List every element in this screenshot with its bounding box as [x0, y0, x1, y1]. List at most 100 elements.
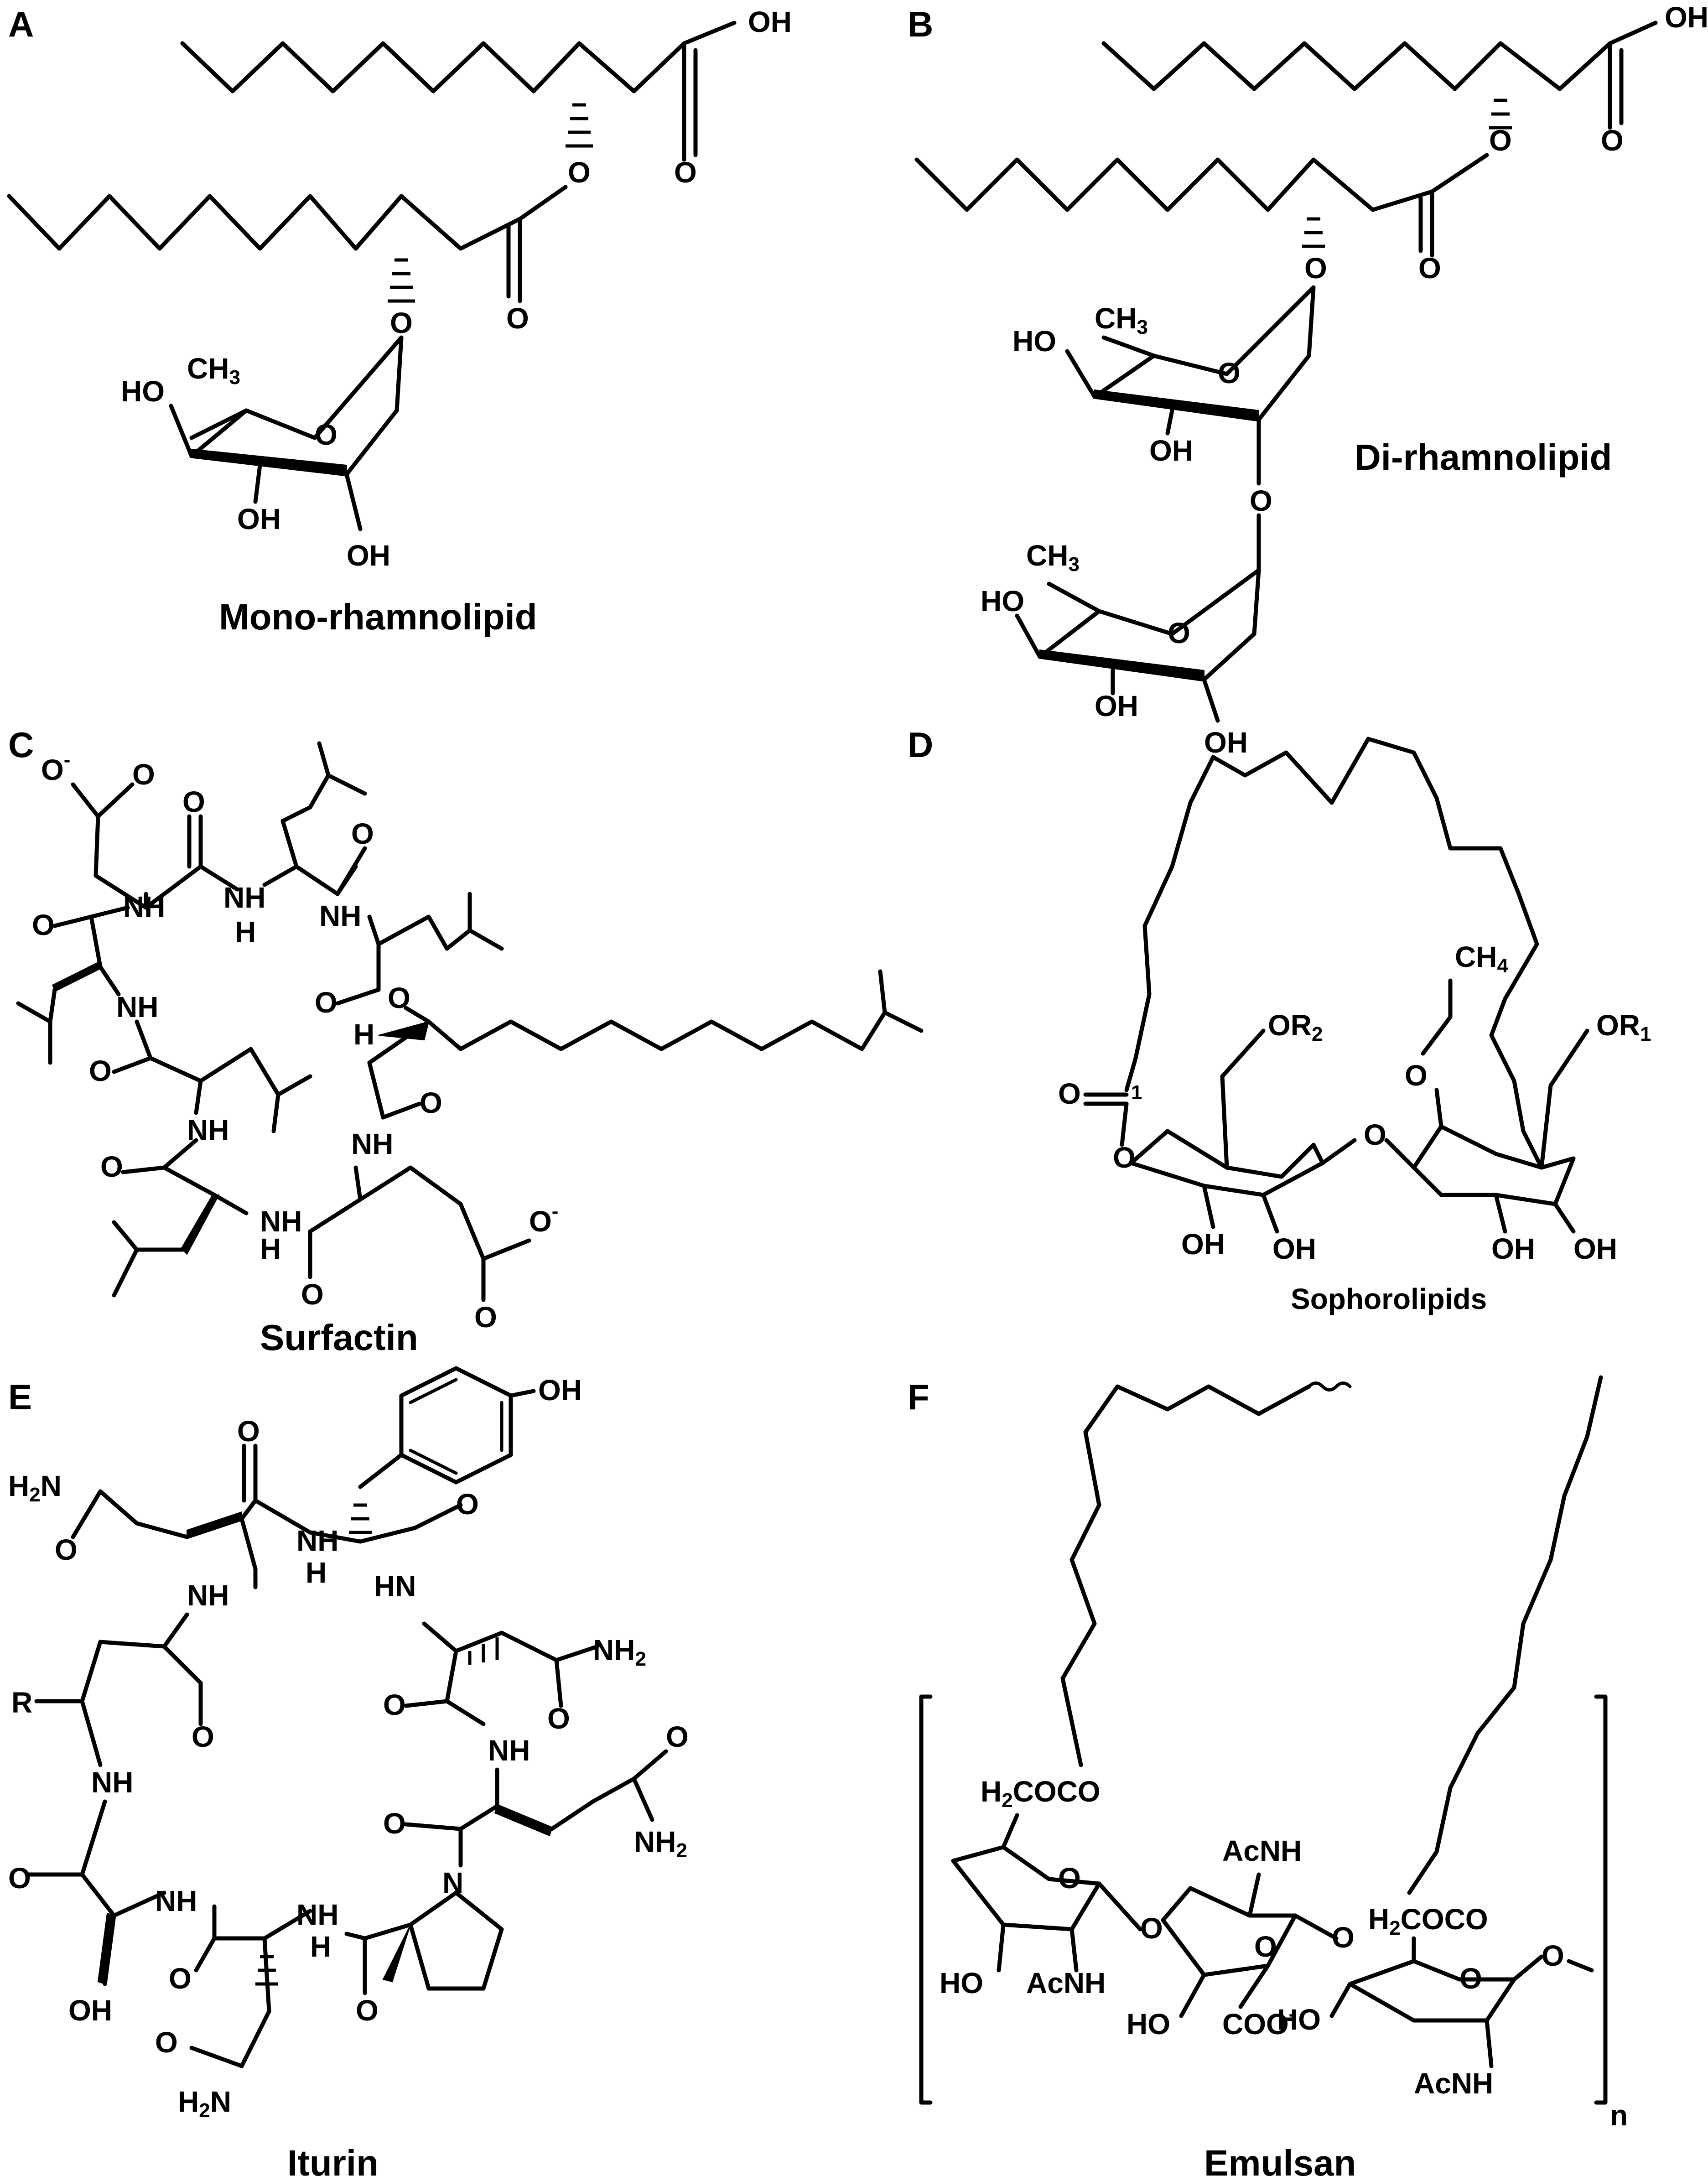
panel-d-compound-name: Sophorolipids: [1291, 1283, 1487, 1315]
mono-ho-label: HO: [121, 375, 165, 408]
di-ring1-ho-label: HO: [1012, 325, 1056, 358]
sophorolipid-or2-bond: [1220, 1028, 1266, 1079]
surfactin-nh-1: NH: [223, 881, 265, 914]
emulsan-link-o-1: O: [1140, 1912, 1163, 1945]
sophorolipid-oh-3: OH: [1491, 1232, 1535, 1265]
iturin-asn2-o-2: O: [155, 2026, 178, 2059]
emulsan-ring1-ch2: [1001, 1813, 1019, 1849]
iturin-tyr-stereo-hash: [349, 1503, 372, 1534]
di-acid-o-label: O: [1601, 124, 1624, 157]
emulsan-ring2-coo-bond: [1238, 1963, 1270, 2009]
iturin-ring-top: [239, 1498, 417, 1571]
sophorolipid-link-o-bond-1: [1320, 1138, 1357, 1165]
iturin-asn2-amide: [189, 2046, 244, 2068]
iturin-h-1: H: [306, 1556, 327, 1589]
iturin-nh-4: NH: [155, 1885, 197, 1917]
surfactin-glu-o: O: [474, 1301, 497, 1334]
iturin-o-1: O: [237, 1415, 260, 1448]
iturin-h2n-2: H2N: [178, 2085, 231, 2122]
sophorolipid-glucose-ring-1: [1129, 1129, 1325, 1197]
di-ring2-ch3-label: CH3: [1026, 539, 1080, 576]
sophorolipid-oh-1: OH: [1181, 1228, 1225, 1261]
surfactin-co-7-double: [112, 1056, 153, 1074]
panel-b-letter: B: [908, 4, 933, 44]
surfactin-ester-link: [404, 1006, 431, 1024]
iturin-nh-3: NH: [91, 1766, 133, 1799]
iturin-pro-link: [344, 1932, 367, 1995]
di-ring2-wedge: [1039, 649, 1204, 680]
iturin-asn1-co: [71, 1489, 103, 1539]
di-ring1-oh-label: OH: [1149, 434, 1193, 467]
iturin-o-2: O: [456, 1488, 479, 1521]
mono-oh2-bond: [344, 472, 363, 531]
iturin-beta-ch2: [98, 1640, 166, 1649]
iturin-gln-amide-co: [632, 1749, 668, 1781]
panel-a-compound-name: Mono-rhamnolipid: [219, 597, 537, 637]
panel-a: A OH O O O O CH3 O: [7, 4, 792, 637]
iturin-gln-amide-n: [632, 1776, 654, 1822]
surfactin-asp-o-minus: O-: [41, 748, 70, 786]
emulsan-fatty-chain-2: [1407, 1375, 1603, 1895]
iturin-asn2-o-1: O: [169, 1962, 192, 1995]
panel-b-compound-name: Di-rhamnolipid: [1355, 437, 1612, 478]
iturin-aromatic-inner-3: [409, 1449, 458, 1475]
surfactin-glu-o-minus: O-: [529, 1200, 558, 1238]
iturin-beta-ch: [80, 1640, 103, 1703]
emulsan-ring2-coo: COO-: [1222, 2003, 1295, 2041]
surfactin-ester-co: [335, 987, 381, 1006]
surfactin-o-1: O: [182, 785, 205, 818]
iturin-asn3-o: O: [383, 1688, 406, 1721]
sophorolipid-ch-bond: [1421, 1015, 1453, 1056]
mono-oh1-label: OH: [237, 503, 281, 535]
iturin-nh-5-bond: [262, 1909, 312, 1941]
di-ring1-ch3-bond: [1101, 335, 1156, 358]
iturin-asn-1-chain: [98, 1489, 244, 1539]
di-ring2-oh1-label: OH: [1095, 690, 1138, 722]
mono-upper-alkyl-chain: [180, 41, 686, 93]
surfactin-leu-1-chain: [262, 741, 367, 887]
sophorolipid-ester-bond: [1120, 1101, 1129, 1147]
di-ring1-ch3-label: CH3: [1095, 302, 1148, 338]
di-acid-oh-bond: [1608, 21, 1658, 46]
surfactin-glu-co: [481, 1238, 531, 1261]
surfactin-co-7: [148, 1056, 203, 1083]
iturin-nh-1: NH: [296, 1524, 338, 1557]
iturin-ser-chain: [80, 1799, 116, 1986]
surfactin-o-7: O: [89, 1054, 112, 1087]
panel-c-compound-name: Surfactin: [260, 1317, 418, 1358]
panel-f-compound-name: Emulsan: [1204, 2143, 1356, 2181]
surfactin-nh-4: NH: [260, 1205, 302, 1238]
emulsan-link-o-2: O: [1332, 1921, 1355, 1954]
iturin-h2n-1: H2N: [8, 1470, 62, 1506]
iturin-proline-ring: [408, 1890, 504, 1991]
emulsan-link-3-tail: [1567, 1959, 1594, 1973]
di-ester-o-label: O: [1489, 124, 1512, 157]
emulsan-ring2-acnh-bond: [1247, 1872, 1261, 1918]
panel-a-letter: A: [8, 4, 34, 44]
iturin-hn-1: HN: [374, 1570, 416, 1603]
sophorolipid-or2: OR2: [1268, 1009, 1323, 1045]
mono-lower-alkyl-chain: [7, 194, 522, 251]
iturin-asn3-nh2: NH2: [593, 1634, 646, 1670]
sophorolipid-ester-o: O: [1113, 1141, 1136, 1174]
panel-f: F n H2COCO O HO AcNH O AcNH O HO COO- O …: [908, 1375, 1628, 2181]
iturin-tyrosine-ring: [399, 1366, 513, 1485]
di-upper-stereo-hash: [1489, 99, 1512, 130]
emulsan-ring3-o: O: [1459, 1962, 1482, 1995]
iturin-gln-o: O: [383, 1807, 406, 1840]
mono-ester-o-label: O: [568, 156, 591, 189]
surfactin-asp-ch2: [93, 814, 100, 878]
di-ring2-oh2-label: OH: [1204, 726, 1248, 759]
di-inter-ring-o: O: [1250, 484, 1272, 517]
iturin-pro-wedge: [382, 1924, 411, 1983]
iturin-h-5: H: [310, 1930, 331, 1963]
mono-oh2-label: OH: [347, 539, 390, 572]
mono-ester-bond: [518, 185, 568, 221]
iturin-nh-4-bond: [112, 1890, 166, 1918]
sophorolipid-ch4: CH4: [1455, 940, 1508, 977]
emulsan-link-1: [1097, 1881, 1142, 1932]
di-ester-bond: [1430, 153, 1489, 194]
surfactin-nh-6: NH: [116, 991, 158, 1023]
surfactin-co-4: [367, 1060, 385, 1120]
surfactin-co-8-double: [52, 914, 93, 928]
